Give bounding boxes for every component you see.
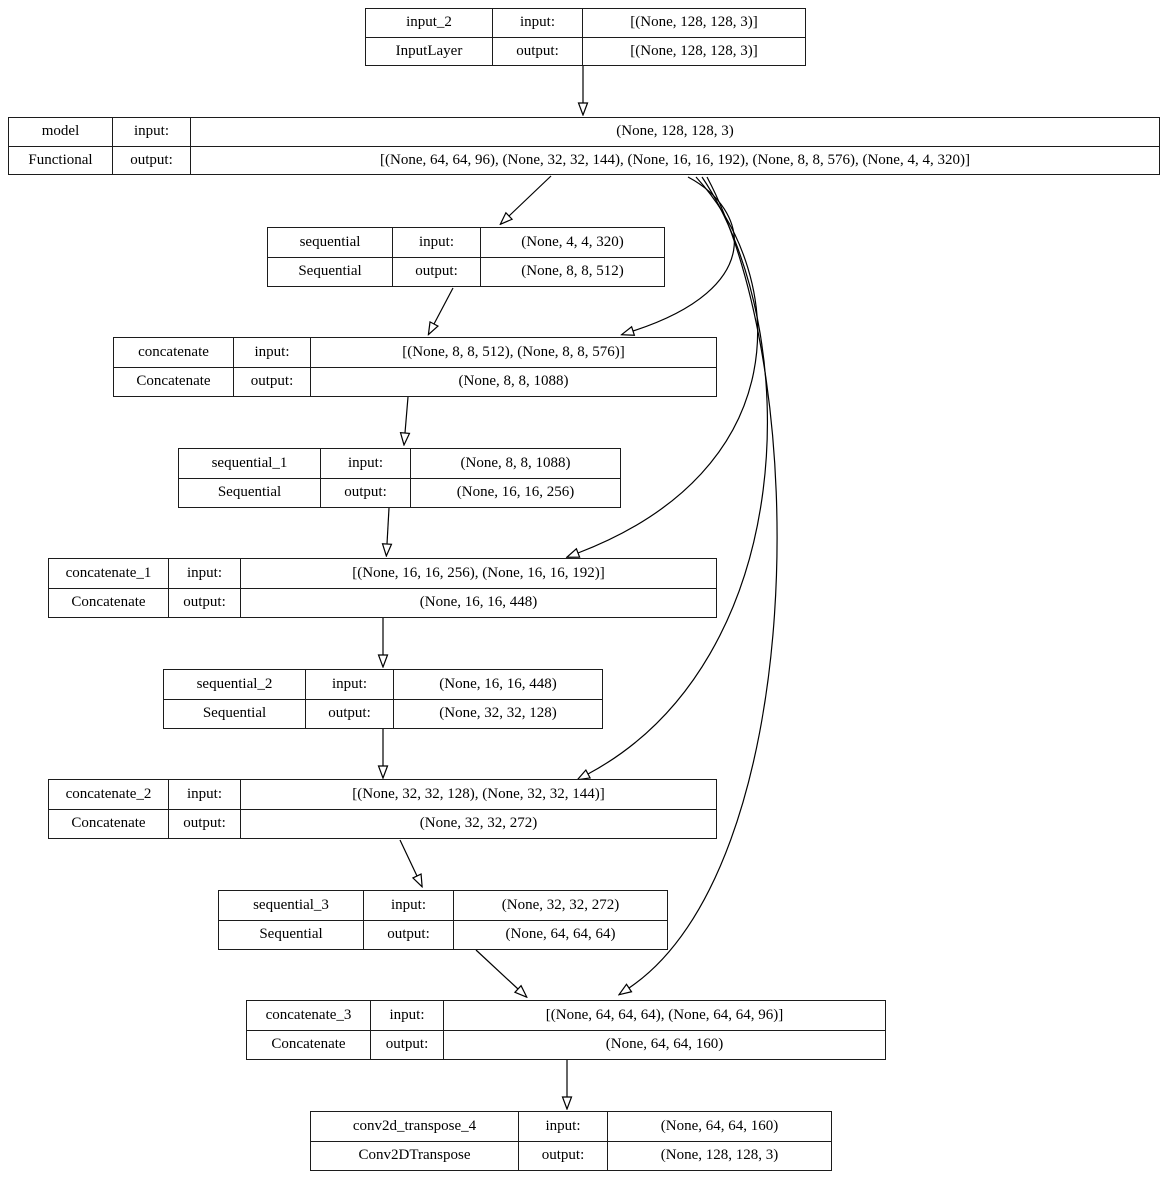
node-sequential_2: sequential_2 input: (None, 16, 16, 448) …	[163, 669, 603, 729]
node-model-input-shape: (None, 128, 128, 3)	[190, 117, 1160, 147]
node-sequential-input-shape: (None, 4, 4, 320)	[480, 227, 665, 258]
node-sequential-input-label: input:	[392, 227, 481, 258]
node-sequential_2-output-shape: (None, 32, 32, 128)	[393, 698, 603, 729]
node-input_2-output-label: output:	[492, 36, 583, 66]
edge-model-sequential	[509, 175, 552, 216]
node-model-output-label: output:	[112, 145, 191, 175]
node-sequential_2-output-label: output:	[305, 698, 394, 729]
edge-sequential-concatenate	[434, 287, 454, 324]
node-concatenate_1-output-label: output:	[168, 587, 241, 618]
node-sequential_3-input-shape: (None, 32, 32, 272)	[453, 890, 668, 921]
node-sequential_1-output-label: output:	[320, 477, 411, 508]
node-sequential_1-output-shape: (None, 16, 16, 256)	[410, 477, 621, 508]
node-concatenate_1-type: Concatenate	[48, 587, 169, 618]
node-input_2-input-shape: [(None, 128, 128, 3)]	[582, 8, 806, 38]
node-concatenate_3-name: concatenate_3	[246, 1000, 371, 1031]
edge-sequential_3-concatenate_3	[475, 949, 518, 989]
edge-model-concatenate_1	[578, 176, 759, 553]
node-sequential-name: sequential	[267, 227, 393, 258]
node-model-input-label: input:	[112, 117, 191, 147]
node-conv2d_transpose_4-type: Conv2DTranspose	[310, 1140, 519, 1171]
node-sequential_3-name: sequential_3	[218, 890, 364, 921]
node-sequential_1-name: sequential_1	[178, 448, 321, 479]
node-concatenate_1: concatenate_1 input: [(None, 16, 16, 256…	[48, 558, 717, 618]
node-sequential_3-type: Sequential	[218, 919, 364, 950]
node-concatenate-output-label: output:	[233, 366, 311, 397]
node-concatenate_2-output-shape: (None, 32, 32, 272)	[240, 808, 717, 839]
node-sequential-output-label: output:	[392, 256, 481, 287]
node-sequential_2-type: Sequential	[163, 698, 306, 729]
node-concatenate_1-output-shape: (None, 16, 16, 448)	[240, 587, 717, 618]
node-conv2d_transpose_4-input-shape: (None, 64, 64, 160)	[607, 1111, 832, 1142]
edge-model-concatenate_2	[588, 176, 768, 774]
node-concatenate-type: Concatenate	[113, 366, 234, 397]
node-concatenate-name: concatenate	[113, 337, 234, 368]
node-concatenate_3-input-label: input:	[370, 1000, 444, 1031]
node-sequential_2-name: sequential_2	[163, 669, 306, 700]
node-concatenate_2-input-label: input:	[168, 779, 241, 810]
node-sequential_2-input-label: input:	[305, 669, 394, 700]
node-sequential_3: sequential_3 input: (None, 32, 32, 272) …	[218, 890, 668, 950]
node-sequential_1: sequential_1 input: (None, 8, 8, 1088) S…	[178, 448, 621, 508]
edge-concatenate-sequential_1	[405, 396, 408, 433]
node-concatenate-input-shape: [(None, 8, 8, 512), (None, 8, 8, 576)]	[310, 337, 717, 368]
node-concatenate: concatenate input: [(None, 8, 8, 512), (…	[113, 337, 717, 397]
edge-model-concatenate_3	[629, 176, 778, 988]
node-concatenate_3: concatenate_3 input: [(None, 64, 64, 64)…	[246, 1000, 886, 1060]
node-model: model input: (None, 128, 128, 3) Functio…	[8, 117, 1160, 175]
node-concatenate_1-input-shape: [(None, 16, 16, 256), (None, 16, 16, 192…	[240, 558, 717, 589]
node-concatenate_2: concatenate_2 input: [(None, 32, 32, 128…	[48, 779, 717, 839]
node-concatenate-input-label: input:	[233, 337, 311, 368]
node-input_2-name: input_2	[365, 8, 493, 38]
node-concatenate_1-name: concatenate_1	[48, 558, 169, 589]
node-model-output-shape: [(None, 64, 64, 96), (None, 32, 32, 144)…	[190, 145, 1160, 175]
node-concatenate_1-input-label: input:	[168, 558, 241, 589]
node-input_2-type: InputLayer	[365, 36, 493, 66]
node-concatenate_3-type: Concatenate	[246, 1029, 371, 1060]
node-conv2d_transpose_4-output-shape: (None, 128, 128, 3)	[607, 1140, 832, 1171]
node-sequential-type: Sequential	[267, 256, 393, 287]
edge-concatenate_2-sequential_3	[399, 839, 417, 876]
node-concatenate_2-input-shape: [(None, 32, 32, 128), (None, 32, 32, 144…	[240, 779, 717, 810]
node-input_2: input_2 input: [(None, 128, 128, 3)] Inp…	[365, 8, 806, 66]
node-sequential_3-output-shape: (None, 64, 64, 64)	[453, 919, 668, 950]
node-sequential_3-input-label: input:	[363, 890, 454, 921]
node-input_2-input-label: input:	[492, 8, 583, 38]
node-model-type: Functional	[8, 145, 113, 175]
node-sequential_1-input-shape: (None, 8, 8, 1088)	[410, 448, 621, 479]
node-conv2d_transpose_4-input-label: input:	[518, 1111, 608, 1142]
node-concatenate_3-input-shape: [(None, 64, 64, 64), (None, 64, 64, 96)]	[443, 1000, 886, 1031]
node-sequential: sequential input: (None, 4, 4, 320) Sequ…	[267, 227, 665, 287]
node-concatenate_3-output-label: output:	[370, 1029, 444, 1060]
node-conv2d_transpose_4-name: conv2d_transpose_4	[310, 1111, 519, 1142]
node-concatenate_2-output-label: output:	[168, 808, 241, 839]
node-sequential_1-type: Sequential	[178, 477, 321, 508]
edge-model-concatenate	[633, 176, 735, 331]
node-conv2d_transpose_4: conv2d_transpose_4 input: (None, 64, 64,…	[310, 1111, 832, 1171]
node-sequential_1-input-label: input:	[320, 448, 411, 479]
node-concatenate_2-type: Concatenate	[48, 808, 169, 839]
node-concatenate-output-shape: (None, 8, 8, 1088)	[310, 366, 717, 397]
node-sequential-output-shape: (None, 8, 8, 512)	[480, 256, 665, 287]
edge-sequential_1-concatenate_1	[387, 507, 389, 544]
node-model-name: model	[8, 117, 113, 147]
node-conv2d_transpose_4-output-label: output:	[518, 1140, 608, 1171]
node-sequential_3-output-label: output:	[363, 919, 454, 950]
node-concatenate_3-output-shape: (None, 64, 64, 160)	[443, 1029, 886, 1060]
node-input_2-output-shape: [(None, 128, 128, 3)]	[582, 36, 806, 66]
node-sequential_2-input-shape: (None, 16, 16, 448)	[393, 669, 603, 700]
node-concatenate_2-name: concatenate_2	[48, 779, 169, 810]
